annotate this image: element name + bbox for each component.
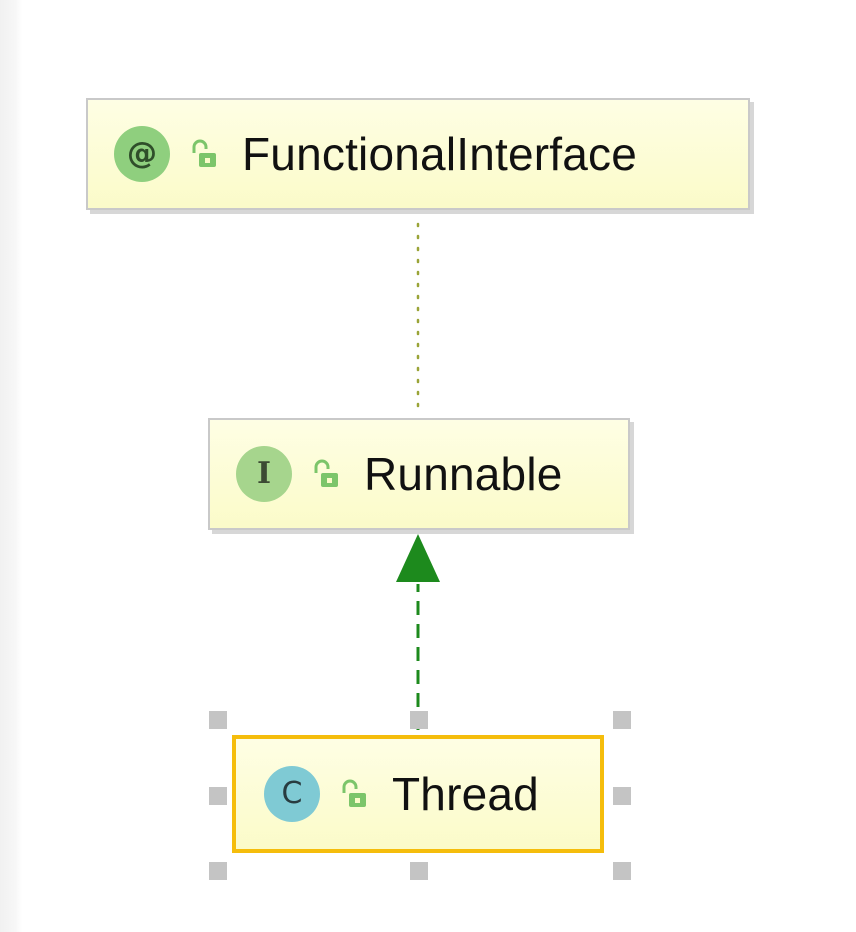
class-kind-icon: C [264,766,320,822]
resize-handle-bottom-right[interactable] [613,862,631,880]
unlock-icon [192,139,216,167]
node-label: Thread [392,768,539,820]
unlock-icon [342,779,366,807]
interface-kind-symbol: I [256,456,272,491]
resize-handle-bottom-left[interactable] [209,862,227,880]
resize-handle-middle-left[interactable] [209,787,227,805]
implements-arrowhead [396,534,440,582]
class-kind-symbol: C [281,776,303,811]
left-gutter [0,0,22,932]
resize-handle-bottom-center[interactable] [410,862,428,880]
node-thread[interactable]: C Thread [232,735,604,853]
resize-handle-top-center[interactable] [410,711,428,729]
resize-handle-middle-right[interactable] [613,787,631,805]
node-label: FunctionalInterface [242,128,638,180]
interface-kind-icon: I [236,446,292,502]
node-runnable[interactable]: I Runnable [208,418,630,530]
node-functionalinterface[interactable]: @ FunctionalInterface [86,98,750,210]
resize-handle-top-left[interactable] [209,711,227,729]
annotation-kind-symbol: @ [127,136,157,171]
annotation-kind-icon: @ [114,126,170,182]
resize-handle-top-right[interactable] [613,711,631,729]
node-label: Runnable [364,448,563,500]
unlock-icon [314,459,338,487]
